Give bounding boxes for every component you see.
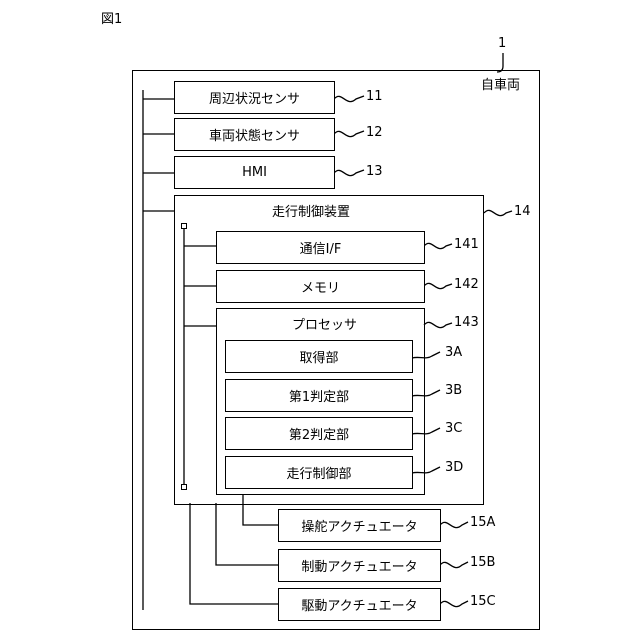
hmi-box: HMI [174,156,335,189]
comm-if-label: 通信I/F [300,238,342,257]
memory-box: メモリ [216,270,425,303]
steering-actuator-ref: 15A [470,515,495,531]
travel-controller-label: 走行制御装置 [272,205,350,221]
travel-control-unit-ref: 3D [445,460,463,476]
braking-actuator-label: 制動アクチュエータ [301,556,417,575]
driving-actuator-box: 駆動アクチュエータ [278,588,441,621]
braking-actuator-ref: 15B [470,555,495,571]
processor-ref: 143 [454,315,479,331]
second-judgment-unit-ref: 3C [445,421,462,437]
vehicle-state-sensor-box: 車両状態センサ [174,118,335,151]
first-judgment-unit-ref: 3B [445,383,462,399]
first-judgment-unit-box: 第1判定部 [225,379,413,412]
travel-control-unit-label: 走行制御部 [286,463,351,482]
comm-if-ref: 141 [454,237,479,253]
second-judgment-unit-label: 第2判定部 [289,424,349,443]
vehicle-state-sensor-label: 車両状態センサ [209,125,300,144]
surrounding-sensor-label: 周辺状況センサ [209,88,300,107]
memory-ref: 142 [454,277,479,293]
vehicle-state-sensor-ref: 12 [366,125,383,141]
driving-actuator-label: 駆動アクチュエータ [301,595,417,614]
figure-label: 図1 [101,12,122,28]
processor-label: プロセッサ [292,318,357,334]
bus-terminal-top [181,223,187,229]
acquisition-unit-box: 取得部 [225,340,413,373]
steering-actuator-label: 操舵アクチュエータ [301,516,417,535]
braking-actuator-box: 制動アクチュエータ [278,549,441,582]
acquisition-unit-ref: 3A [445,345,462,361]
memory-label: メモリ [301,277,340,296]
vehicle-label: 自車両 [481,78,520,94]
travel-control-unit-box: 走行制御部 [225,456,413,489]
steering-actuator-box: 操舵アクチュエータ [278,509,441,542]
driving-actuator-ref: 15C [470,594,496,610]
bus-terminal-bottom [181,484,187,490]
surrounding-sensor-box: 周辺状況センサ [174,81,335,114]
hmi-label: HMI [242,165,267,180]
first-judgment-unit-label: 第1判定部 [289,386,349,405]
second-judgment-unit-box: 第2判定部 [225,417,413,450]
acquisition-unit-label: 取得部 [299,347,338,366]
surrounding-sensor-ref: 11 [366,89,383,105]
comm-if-box: 通信I/F [216,231,425,264]
vehicle-ref: 1 [498,36,506,52]
travel-controller-ref: 14 [514,204,531,220]
hmi-ref: 13 [366,164,383,180]
